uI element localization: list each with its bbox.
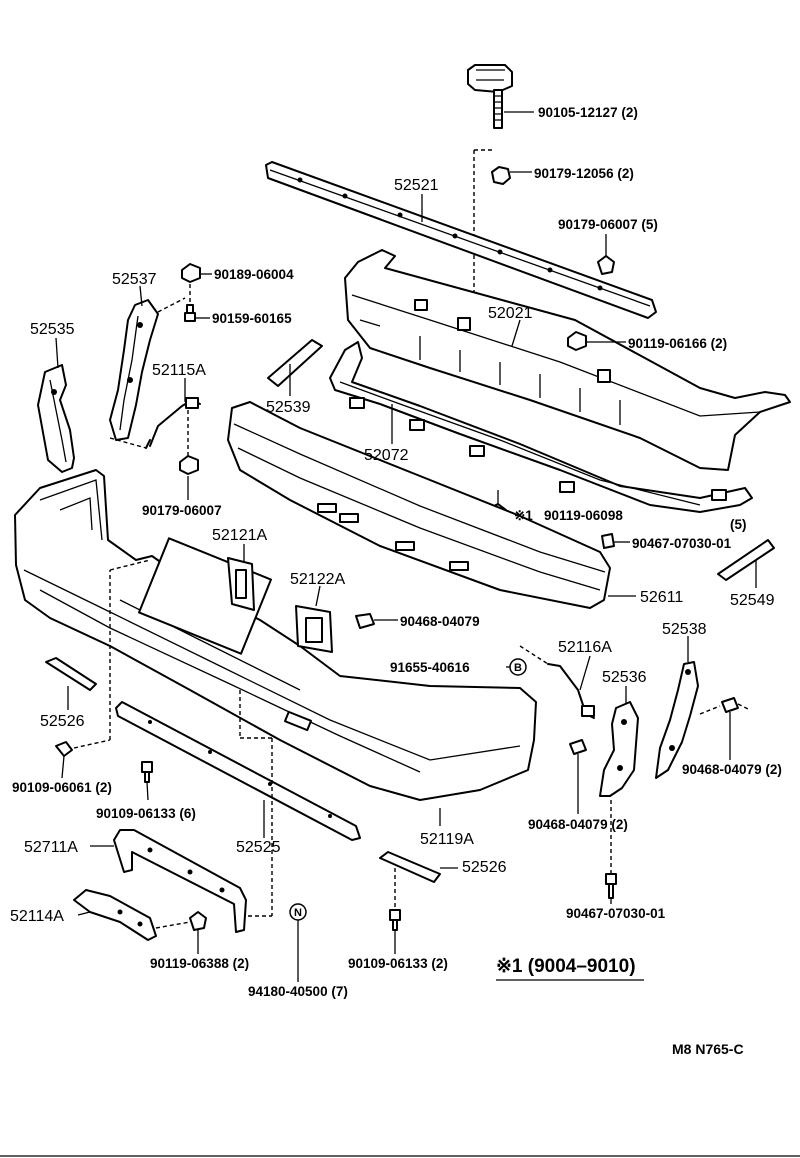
label-90159-60165: 90159-60165	[212, 311, 292, 326]
note-applicability: ※1 (9004–9010)	[496, 956, 636, 977]
label-52122A: 52122A	[290, 571, 345, 588]
circle-b-letter: B	[514, 662, 522, 674]
label-90109-06133-6: 90109-06133 (6)	[96, 806, 196, 821]
part-90109-06133-bolt-2	[389, 909, 401, 931]
part-90179-12056-nut	[491, 166, 511, 185]
part-52525-retainer	[115, 701, 361, 841]
label-90179-06007-top: 90179-06007 (5)	[558, 217, 658, 232]
label-52525: 52525	[236, 839, 281, 856]
label-52116A: 52116A	[558, 639, 612, 656]
part-52711A-bracket	[113, 829, 247, 933]
label-52121A: 52121A	[212, 527, 267, 544]
label-5: (5)	[730, 517, 747, 532]
part-52116A-stay	[547, 663, 595, 719]
label-90467-07030-01-bottom: 90467-07030-01	[566, 906, 666, 921]
part-52021-rear-absorber	[344, 249, 791, 471]
part-90179-06007-clip	[597, 255, 615, 275]
part-52526-retainer-left	[45, 657, 97, 691]
label-90109-06133-2: 90109-06133 (2)	[348, 956, 448, 971]
label-90119-06388: 90119-06388 (2)	[150, 956, 249, 971]
part-90109-06061-bolt	[55, 741, 73, 757]
part-52521-reinforcement	[265, 161, 657, 319]
part-52535-bracket	[37, 364, 75, 473]
part-52122A-bracket	[295, 605, 333, 653]
label-90468-04079-mid: 90468-04079 (2)	[528, 817, 628, 832]
label-52526-right: 52526	[462, 859, 507, 876]
part-52115A-stay	[145, 397, 201, 449]
label-52711A: 52711A	[24, 839, 78, 856]
part-90467-07030-01-clip	[601, 533, 615, 549]
label-90105-12127: 90105-12127 (2)	[538, 105, 638, 120]
reference-code: M8 N765-C	[672, 1041, 744, 1057]
part-52538-bracket	[655, 661, 699, 779]
label-90468-04079-center: 90468-04079	[400, 614, 480, 629]
label-90179-06007: 90179-06007	[142, 503, 222, 518]
part-90468-04079-clip-mid	[569, 739, 587, 755]
part-90159-60165-bolt	[184, 304, 196, 322]
label-90468-04079-right: 90468-04079 (2)	[682, 762, 782, 777]
part-52526-retainer-right	[379, 851, 441, 883]
part-52121A-bracket	[227, 557, 255, 611]
part-90105-hook-bolt	[467, 64, 513, 129]
part-52611-absorber	[227, 401, 611, 609]
label-90467-07030-01-top: 90467-07030-01	[632, 536, 732, 551]
label-90179-12056: 90179-12056 (2)	[534, 166, 634, 181]
label-52526-left: 52526	[40, 713, 85, 730]
circle-n-letter: N	[294, 907, 302, 919]
part-52072-support	[329, 341, 753, 513]
label-90119-06098: 90119-06098	[544, 508, 623, 523]
part-90468-04079-clip-right	[721, 697, 739, 713]
label-52611: 52611	[640, 589, 683, 606]
label-52535: 52535	[30, 321, 75, 338]
part-90189-06004-nut	[181, 263, 201, 283]
leader-lines	[0, 111, 800, 1157]
label-52536: 52536	[602, 669, 647, 686]
label-52549: 52549	[730, 592, 775, 609]
part-52537-bracket	[109, 299, 159, 441]
part-90467-07030-01-clip-bottom	[605, 873, 617, 899]
part-52536-bracket	[599, 701, 639, 797]
label-90109-06061: 90109-06061 (2)	[12, 780, 112, 795]
part-52114A-bracket	[73, 889, 157, 941]
label-52538: 52538	[662, 621, 707, 638]
part-90179-06007-nut	[179, 455, 199, 475]
label-91655-40616: 91655-40616	[390, 660, 470, 675]
label-52115A: 52115A	[152, 362, 206, 379]
label-52539: 52539	[266, 399, 311, 416]
part-52539-pad	[267, 339, 323, 387]
label-52072: 52072	[364, 447, 409, 464]
label-52114A: 52114A	[10, 908, 64, 925]
label-52521: 52521	[394, 177, 439, 194]
part-labels: 90105-12127 (2) 90179-12056 (2) 52521 90…	[10, 105, 782, 1057]
label-52021: 52021	[488, 305, 533, 322]
label-90189-06004: 90189-06004	[214, 267, 294, 282]
label-asterisk-mark: ※1	[514, 508, 533, 523]
label-52537: 52537	[112, 271, 157, 288]
part-52549-pad	[717, 539, 775, 581]
part-90119-06388-nut	[189, 911, 207, 931]
part-90109-06133-bolt-6	[141, 761, 153, 783]
label-94180-40500: 94180-40500 (7)	[248, 984, 348, 999]
part-90468-04079-clip-center	[355, 613, 375, 629]
label-90119-06166: 90119-06166 (2)	[628, 336, 727, 351]
part-90119-06166-screw	[567, 331, 587, 351]
label-52119A: 52119A	[420, 831, 474, 848]
